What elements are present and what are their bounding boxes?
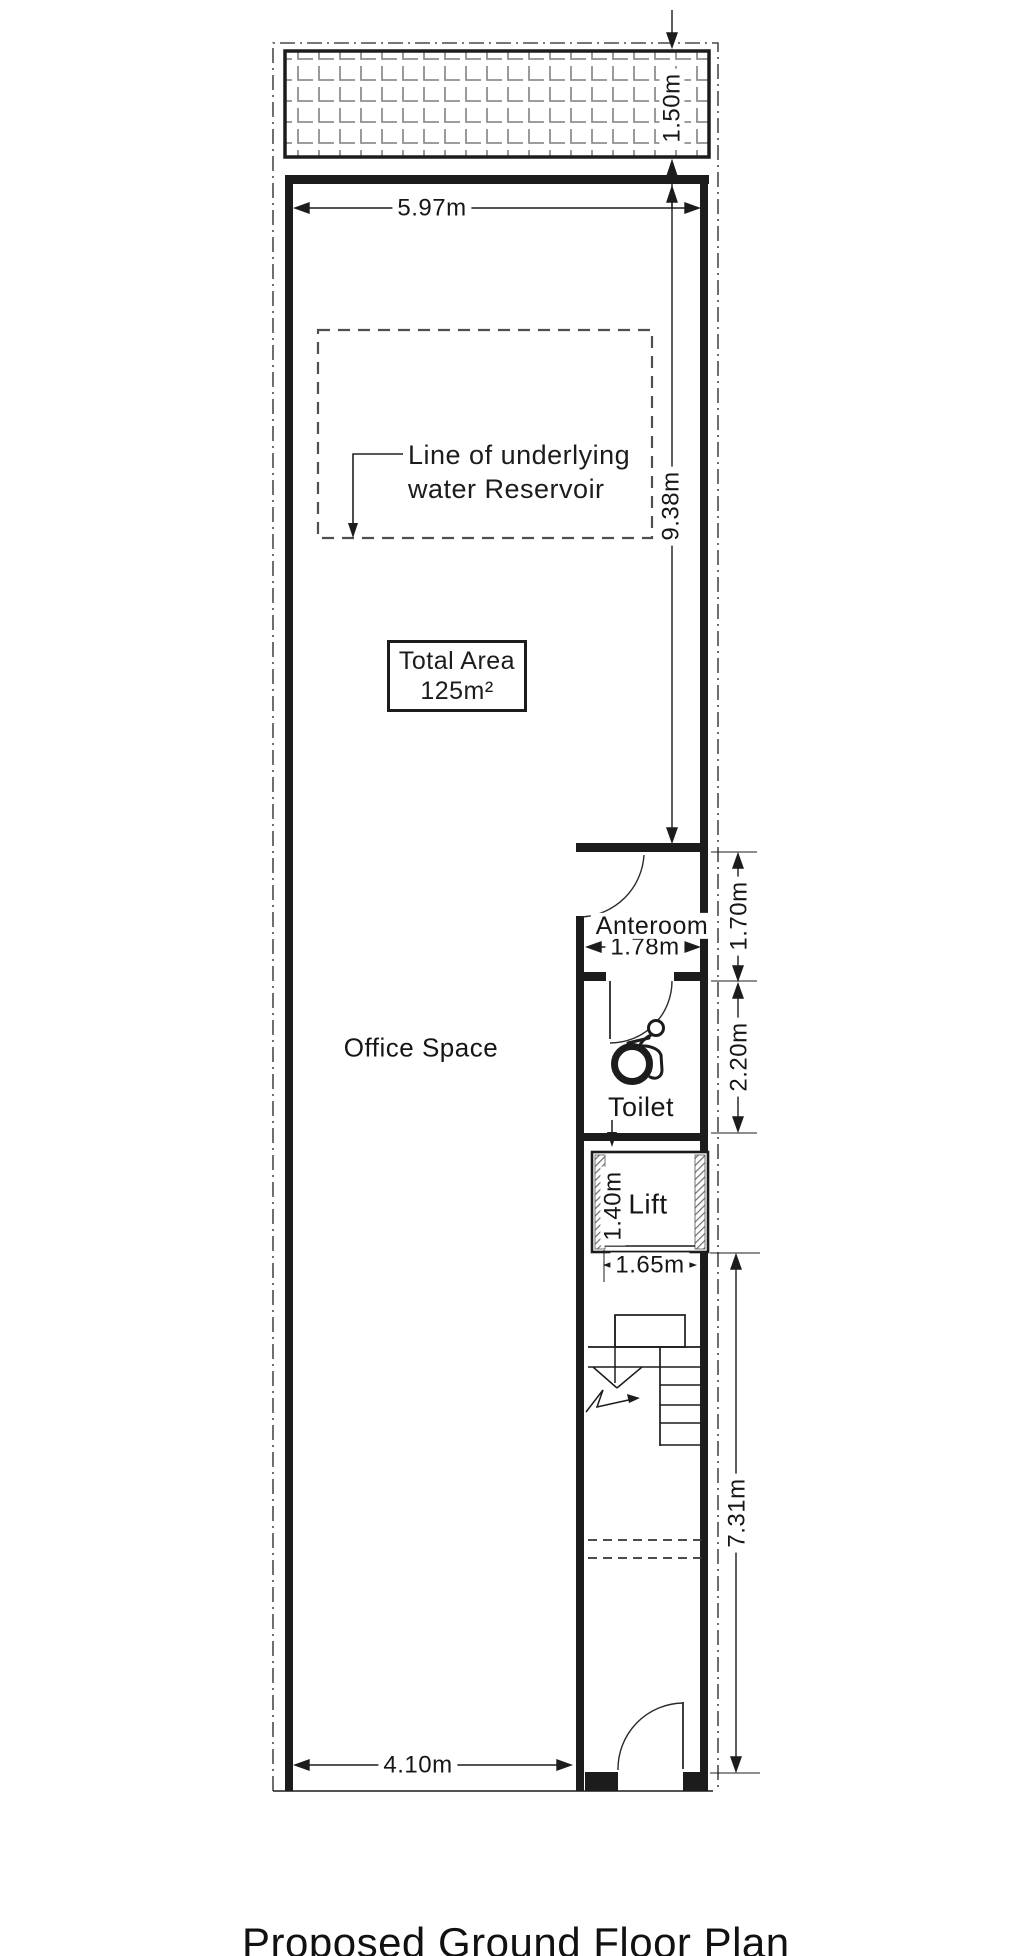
reservoir-annotation-line2: water Reservoir [408, 474, 605, 504]
water-reservoir-outline [316, 328, 654, 540]
left-wall [285, 175, 293, 1791]
entrance-jamb-right [683, 1772, 708, 1791]
entrance-jamb-left [585, 1772, 618, 1791]
dim-label-front-yard-depth: 1.50m [658, 68, 685, 148]
wheelchair-accessible-icon [611, 1019, 665, 1085]
stair-direction-arrowhead [627, 1394, 640, 1403]
dim-label-lift-width: 1.65m [610, 1252, 690, 1278]
front-wall [285, 175, 709, 184]
right-wall [700, 175, 708, 1791]
reservoir-leader-arrowhead [348, 523, 358, 538]
dim-building-width-top [292, 202, 702, 214]
room-label-office: Office Space [343, 1032, 499, 1063]
dim-front-yard-depth [666, 10, 678, 208]
anteroom-toilet-wall-left [576, 972, 606, 981]
dim-label-rear-depth: 7.31m [723, 1473, 750, 1553]
stair-break-chevron [592, 1366, 643, 1389]
property-boundary-line [272, 42, 719, 1791]
total-area-line2: 125m² [420, 677, 494, 705]
toilet-lift-wall [576, 1133, 708, 1141]
plan-title: Proposed Ground Floor Plan [242, 1919, 790, 1956]
building-walls [285, 175, 709, 1791]
anteroom-front-wall [576, 843, 708, 852]
dim-label-toilet-depth: 2.20m [725, 1017, 752, 1097]
reservoir-annotation: Line of underlying water Reservoir [408, 438, 631, 506]
dim-label-office-width-bottom: 4.10m [378, 1752, 458, 1778]
dim-label-anteroom-depth: 1.70m [725, 876, 752, 956]
anteroom-door-swing-arc [581, 854, 645, 918]
stair-break-zigzag [585, 1389, 634, 1413]
lift-wall-hatch-right [694, 1154, 706, 1250]
toilet-leader-arrowhead [607, 1132, 617, 1147]
room-label-lift: Lift [623, 1189, 673, 1219]
room-label-anteroom: Anteroom [590, 913, 714, 939]
core-partition-wall [576, 916, 584, 1791]
dim-label-office-depth: 9.38m [657, 466, 684, 546]
room-label-toilet: Toilet [607, 1091, 675, 1122]
total-area-box: Total Area 125m² [387, 640, 527, 712]
entrance-door-swing-arc [617, 1702, 684, 1771]
stair-landing [614, 1314, 686, 1348]
dim-label-lift-inner-width: 1.40m [599, 1166, 626, 1246]
dim-label-building-width-top: 5.97m [392, 195, 472, 221]
reservoir-leader-line [352, 453, 403, 525]
dimension-lines [292, 10, 760, 1774]
anteroom-toilet-wall-right [674, 972, 708, 981]
total-area-line1: Total Area [398, 647, 516, 675]
doors [581, 854, 684, 1771]
front-yard-paving [283, 49, 711, 159]
staircase [585, 1314, 708, 1559]
reservoir-annotation-line1: Line of underlying [408, 440, 631, 470]
